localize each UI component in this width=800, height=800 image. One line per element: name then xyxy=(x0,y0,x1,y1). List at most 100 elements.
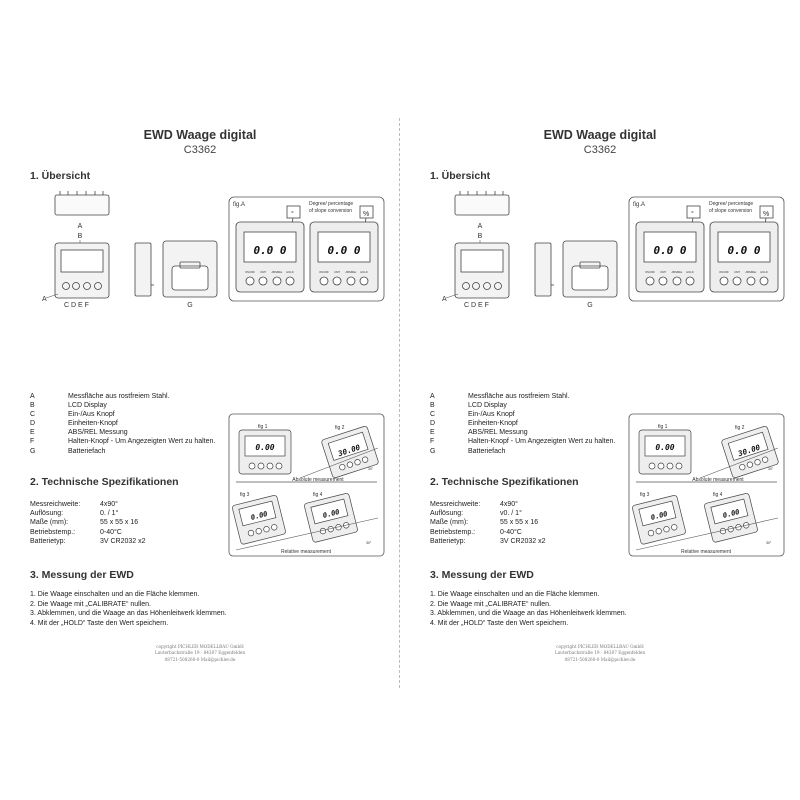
section-heading-specs: 2. Technische Spezifikationen xyxy=(430,476,579,488)
btn-label-onoff: ON/OFF xyxy=(245,270,255,274)
btn-label-unit: UNIT xyxy=(260,270,266,274)
spec-row: Auflösung:v0. / 1° xyxy=(430,510,522,518)
device-back-view xyxy=(162,240,218,298)
fig-a-label: fig.A xyxy=(633,202,645,208)
spec-row: Messreichweite:4x90° xyxy=(430,501,518,508)
relative-measurement-caption: Relative measurement xyxy=(681,549,732,555)
fig-a-device-2 xyxy=(709,221,779,293)
fig-a-lcd-2: 0.0 0 xyxy=(727,244,760,257)
callout-line-1: Degree/ percentage xyxy=(309,201,353,207)
section-heading-overview: 1. Übersicht xyxy=(30,170,91,182)
spec-row: Maße (mm):55 x 55 x 16 xyxy=(430,519,539,527)
overview-diagram: A B A C D E F G fig.A Degree/ perce xyxy=(42,191,385,557)
fig4-label: fig 4 xyxy=(713,492,723,498)
btn-label-absrel: ABS/REL xyxy=(272,270,284,274)
btn-label-hold: HOLD xyxy=(286,270,293,274)
absolute-measurement-caption: Absolute measurement xyxy=(292,477,344,483)
relative-measurement-caption: Relative measurement xyxy=(281,549,332,555)
label-a-top: A xyxy=(78,223,83,230)
fig3-label: fig 3 xyxy=(240,492,250,498)
btn-label-absrel: ABS/REL xyxy=(672,270,684,274)
spec-row: Betriebstemp.:0-40°C xyxy=(430,528,522,536)
fig3-lcd: 0.00 xyxy=(650,510,668,522)
fig4-label: fig 4 xyxy=(313,492,323,498)
btn-label-hold-2: HOLD xyxy=(760,270,767,274)
callout-glyph-percent: % xyxy=(363,211,369,218)
specs-table: Messreichweite:4x90° Auflösung:0. / 1° M… xyxy=(30,500,146,546)
fig2-label: fig 2 xyxy=(335,425,345,431)
callout-line-2: of slope conversion xyxy=(709,208,752,214)
angle-fig4: 30° xyxy=(366,541,372,545)
section-heading-specs: 2. Technische Spezifikationen xyxy=(30,476,179,488)
fig3-label: fig 3 xyxy=(640,492,650,498)
label-cdef: C D E F xyxy=(64,302,89,309)
fig4-lcd: 0.00 xyxy=(722,508,740,520)
copyright-footer: copyright PICHLER MODELLBAU GmbH Lauterb… xyxy=(554,644,646,662)
btn-label-unit-2: UNIT xyxy=(734,270,740,274)
fig-a-lcd-1: 0.0 0 xyxy=(653,244,686,257)
callout-glyph-degree: ° xyxy=(291,210,294,218)
device-side-view xyxy=(534,242,554,297)
step-item: 2. Die Waage mit „CALIBRATE“ nullen. xyxy=(430,600,551,608)
fig3-lcd: 0.00 xyxy=(250,510,268,522)
step-item: 3. Abklemmen, und die Waage an das Höhen… xyxy=(430,610,627,617)
device-front-view xyxy=(54,242,110,299)
callout-line-1: Degree/ percentage xyxy=(709,201,753,207)
measurement-steps: 1. Die Waage einschalten und an die Fläc… xyxy=(430,590,627,628)
fig4-device xyxy=(304,493,358,543)
fig4-lcd: 0.00 xyxy=(322,508,340,520)
step-item: 1. Die Waage einschalten und an die Fläc… xyxy=(30,591,200,598)
btn-label-onoff-2: ON/OFF xyxy=(319,270,329,274)
fig2-label: fig 2 xyxy=(735,425,745,431)
fig1-label: fig 1 xyxy=(658,424,668,430)
label-b: B xyxy=(478,233,483,240)
fig-a-label: fig.A xyxy=(233,202,245,208)
section-heading-measurement: 3. Messung der EWD xyxy=(430,569,534,581)
fig1-lcd: 0.00 xyxy=(255,443,274,452)
product-code: C3362 xyxy=(183,144,217,156)
product-code: C3362 xyxy=(583,144,617,156)
step-item: 3. Abklemmen, und die Waage an das Höhen… xyxy=(30,610,227,617)
callout-glyph-percent: % xyxy=(763,211,769,218)
spec-row: Betriebstemp.:0-40°C xyxy=(30,528,122,536)
measurement-steps: 1. Die Waage einschalten und an die Fläc… xyxy=(30,590,227,628)
fig-a-device-1 xyxy=(235,221,305,293)
fig2-device xyxy=(321,425,379,479)
angle-fig2: 30° xyxy=(368,467,374,471)
label-a-front: A xyxy=(42,296,47,303)
btn-label-hold: HOLD xyxy=(686,270,693,274)
step-item: 4. Mit der „HOLD“ Taste den Wert speiche… xyxy=(430,619,569,627)
btn-label-onoff: ON/OFF xyxy=(645,270,655,274)
label-g: G xyxy=(187,302,192,309)
page-title: EWD Waage digital xyxy=(143,128,257,142)
spec-row: Batterietyp:3V CR2032 x2 xyxy=(30,537,146,545)
step-item: 2. Die Waage mit „CALIBRATE“ nullen. xyxy=(30,600,151,608)
specs-table: Messreichweite:4x90° Auflösung:v0. / 1° … xyxy=(430,500,546,546)
label-a-top: A xyxy=(478,223,483,230)
device-side-view xyxy=(134,242,154,297)
copyright-footer: copyright PICHLER MODELLBAU GmbH Lauterb… xyxy=(154,644,246,662)
fig-a-lcd-1: 0.0 0 xyxy=(253,244,286,257)
fig3-device xyxy=(232,495,286,545)
btn-label-absrel-2: ABS/REL xyxy=(746,270,758,274)
device-top-view xyxy=(454,191,510,216)
btn-label-onoff-2: ON/OFF xyxy=(719,270,729,274)
fig1-lcd: 0.00 xyxy=(655,443,674,452)
fig3-device xyxy=(632,495,686,545)
fig2-device xyxy=(721,425,779,479)
section-heading-overview: 1. Übersicht xyxy=(430,170,491,182)
fig1-label: fig 1 xyxy=(258,424,268,430)
step-item: 4. Mit der „HOLD“ Taste den Wert speiche… xyxy=(30,619,169,627)
label-b: B xyxy=(78,233,83,240)
